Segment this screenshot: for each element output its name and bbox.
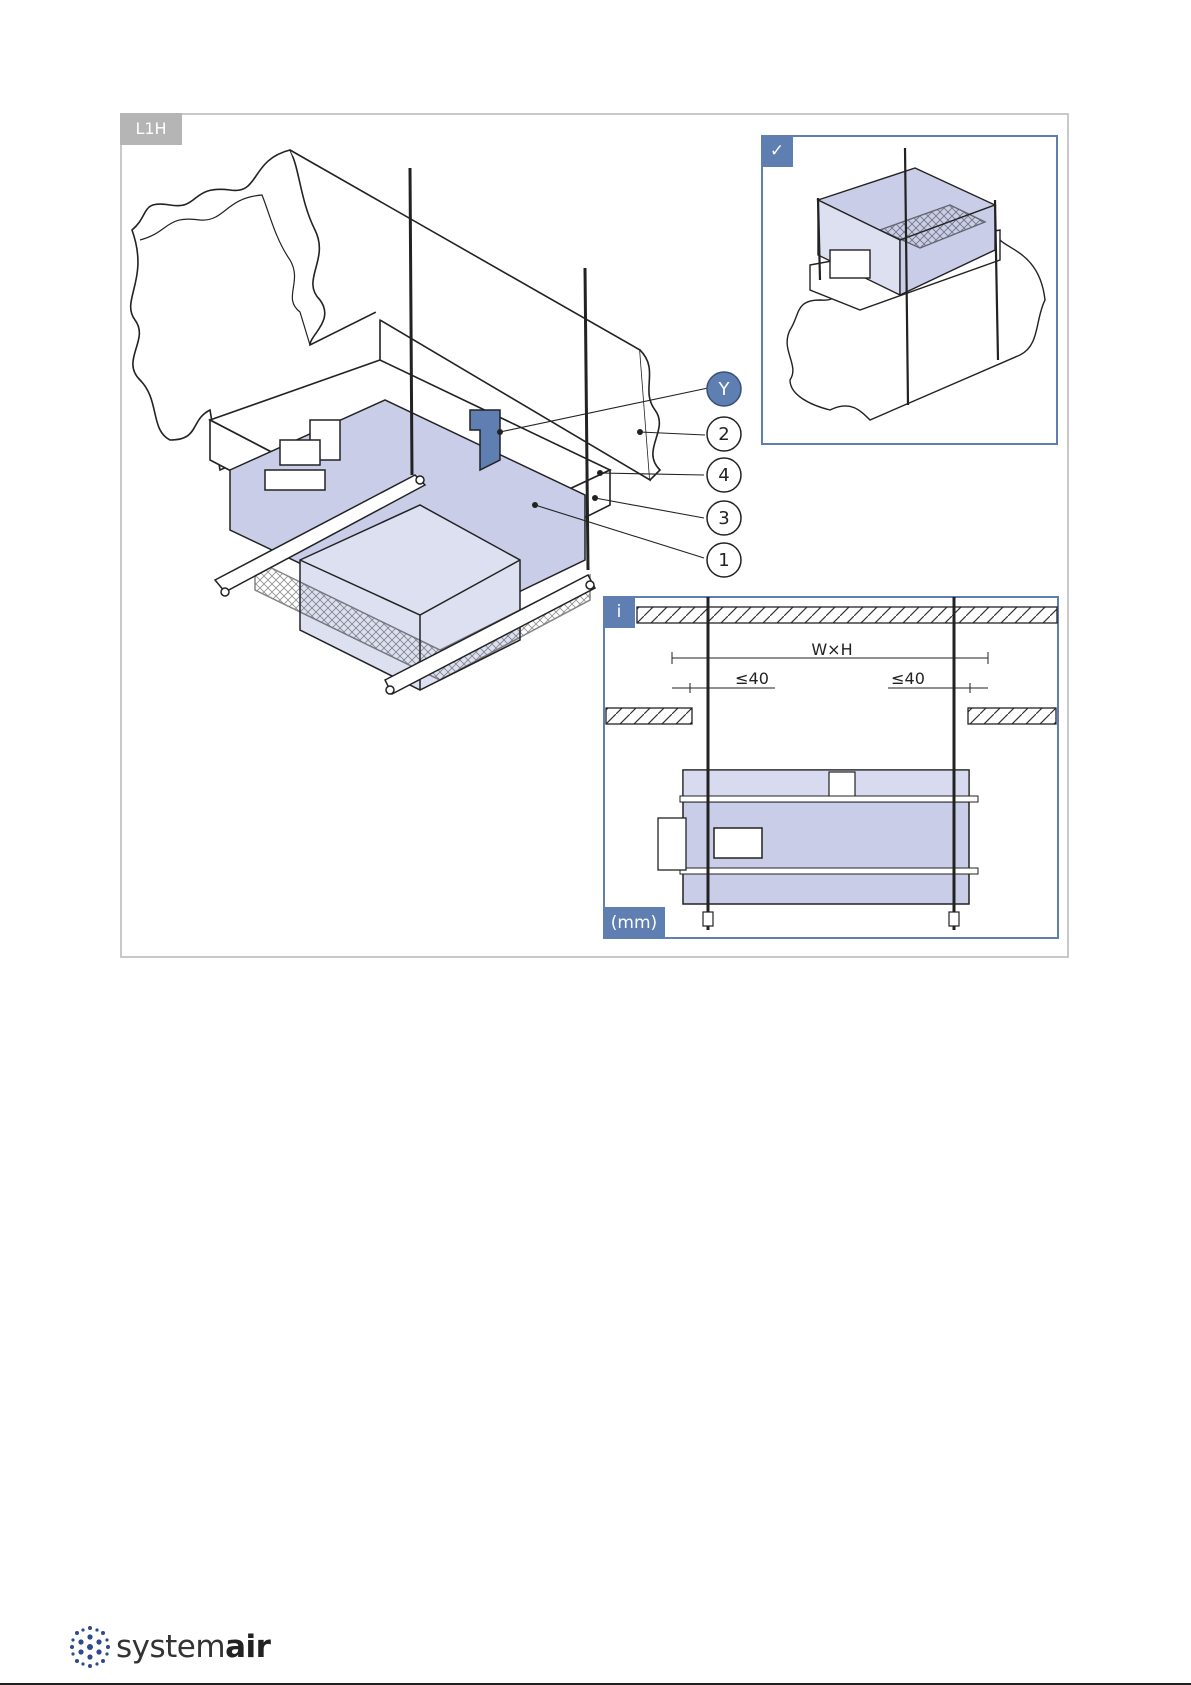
unit-label: (mm) <box>603 907 665 939</box>
logo-dots-icon <box>68 1625 112 1669</box>
dimension-right: ≤40 <box>891 669 925 688</box>
systemair-logo: systemair <box>68 1625 268 1669</box>
dimension-left: ≤40 <box>735 669 769 688</box>
dimension-main: W×H <box>811 640 852 659</box>
brand-wordmark: systemair <box>116 1625 270 1669</box>
info-icon: i <box>603 596 635 628</box>
